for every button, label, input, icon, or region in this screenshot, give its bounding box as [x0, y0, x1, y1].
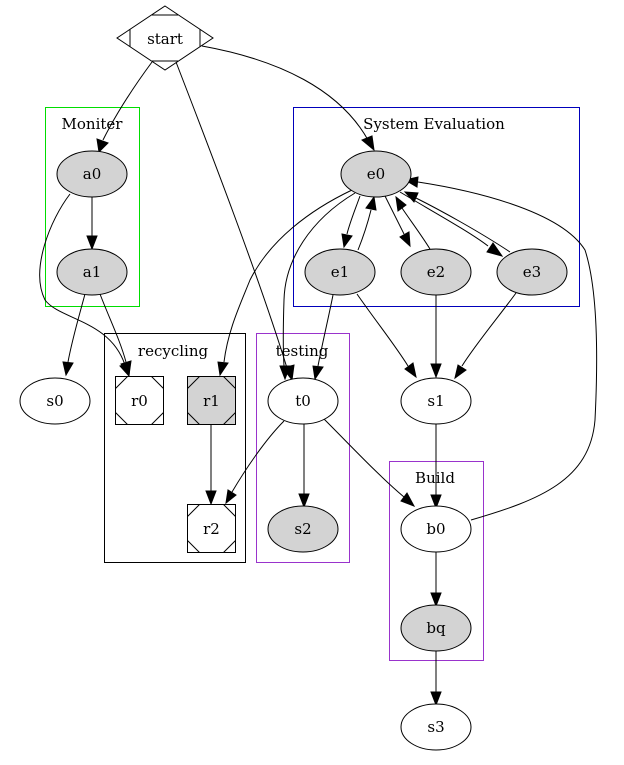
edge-t0-b0: [323, 418, 416, 507]
node-e0[interactable]: e0: [340, 150, 412, 198]
node-label: bq: [426, 619, 446, 637]
edge-a0-a1: [86, 196, 98, 251]
node-s2[interactable]: s2: [267, 505, 339, 553]
node-label: start: [147, 30, 183, 48]
edge-r1-r2: [205, 425, 217, 506]
edge-e3-e0: [403, 191, 511, 253]
node-label: e3: [523, 263, 541, 281]
nodes: start a0 a1 e0 e1 e2 e3: [19, 5, 568, 751]
node-label: s0: [46, 392, 63, 410]
node-label: a1: [83, 263, 102, 281]
node-e2[interactable]: e2: [400, 248, 472, 296]
arrowhead: [96, 138, 109, 154]
edge-e0-r1: [217, 189, 353, 377]
node-s0[interactable]: s0: [19, 377, 91, 425]
edge-b0-bq: [430, 551, 442, 608]
cluster-recycling-border: [104, 333, 246, 563]
edge-t0-r2: [225, 420, 285, 505]
arrowhead: [62, 361, 74, 377]
arrowhead: [205, 490, 217, 506]
node-label: r1: [203, 392, 220, 410]
node-r2[interactable]: r2: [187, 504, 236, 553]
node-a1[interactable]: a1: [56, 248, 128, 296]
edges: [39, 45, 598, 707]
edge-start-e0: [201, 45, 375, 152]
cluster-monitor: Moniter: [45, 107, 140, 307]
arrowhead: [399, 231, 411, 248]
arrowhead: [403, 191, 419, 203]
edge-a1-s0: [62, 293, 86, 377]
arrowhead: [395, 195, 407, 212]
cluster-recycling-label: recycling: [138, 342, 209, 360]
node-label: s1: [427, 392, 444, 410]
edge-e2-e0: [395, 195, 431, 250]
node-a0[interactable]: a0: [56, 150, 128, 198]
node-label: e1: [331, 263, 349, 281]
edge-e2-s1: [430, 295, 442, 379]
cluster-system-evaluation-label: System Evaluation: [363, 115, 505, 133]
node-label: r2: [203, 520, 220, 538]
arrowhead: [298, 493, 310, 509]
edge-e1-t0: [312, 294, 334, 381]
arrowhead: [404, 362, 417, 379]
arrowhead: [454, 364, 467, 380]
node-bq[interactable]: bq: [400, 604, 472, 652]
edge-start-a0: [96, 61, 153, 154]
arrowhead: [365, 195, 377, 211]
node-label: s3: [427, 718, 444, 736]
edge-bq-s3: [430, 650, 442, 707]
arrowhead: [225, 489, 237, 505]
node-label: b0: [426, 520, 445, 538]
edge-e0-t0: [279, 192, 356, 381]
cluster-recycling: recycling: [104, 333, 246, 563]
node-r0[interactable]: r0: [115, 376, 164, 425]
node-label: s2: [294, 520, 311, 538]
cluster-monitor-border: [45, 107, 140, 307]
node-e1[interactable]: e1: [304, 248, 376, 296]
node-e3[interactable]: e3: [496, 248, 568, 296]
node-label: a0: [83, 165, 102, 183]
node-r1[interactable]: r1: [187, 376, 236, 425]
arrowhead: [400, 492, 416, 507]
arrowhead: [279, 365, 291, 381]
arrowhead: [430, 592, 442, 608]
edge-t0-s2: [298, 424, 310, 509]
edge-e0-e1: [341, 195, 361, 249]
node-s3[interactable]: s3: [400, 703, 472, 751]
cluster-testing: testing: [256, 333, 350, 563]
node-label: r0: [131, 392, 148, 410]
node-label: e0: [367, 165, 385, 183]
arrowhead: [361, 135, 375, 152]
arrowhead: [217, 361, 229, 377]
edge-a1-r0: [99, 293, 132, 377]
mdiamond-shape: [116, 5, 214, 71]
cluster-testing-border: [256, 333, 350, 563]
cluster-build-label: Build: [415, 469, 455, 487]
node-t0[interactable]: t0: [267, 377, 339, 425]
arrowhead: [486, 242, 504, 257]
arrowhead: [430, 691, 442, 707]
edge-e1-e0: [357, 195, 377, 251]
arrowhead: [120, 360, 132, 377]
cluster-monitor-label: Moniter: [62, 115, 124, 133]
node-start[interactable]: start: [116, 5, 214, 71]
cluster-testing-label: testing: [276, 342, 329, 360]
arrowhead: [341, 233, 353, 249]
arrowhead: [86, 235, 98, 251]
edge-e0-e3: [399, 191, 504, 257]
edge-e1-s1: [356, 293, 417, 379]
node-label: e2: [427, 263, 445, 281]
arrowhead: [312, 365, 324, 381]
arrowhead: [430, 363, 442, 379]
edge-e3-s1: [454, 292, 517, 380]
node-b0[interactable]: b0: [400, 505, 472, 553]
node-label: t0: [295, 392, 311, 410]
edge-start-t0: [175, 61, 295, 382]
edge-s1-b0: [430, 424, 442, 510]
node-s1[interactable]: s1: [400, 377, 472, 425]
arrowhead: [430, 494, 442, 510]
edge-e0-e2: [384, 195, 411, 248]
